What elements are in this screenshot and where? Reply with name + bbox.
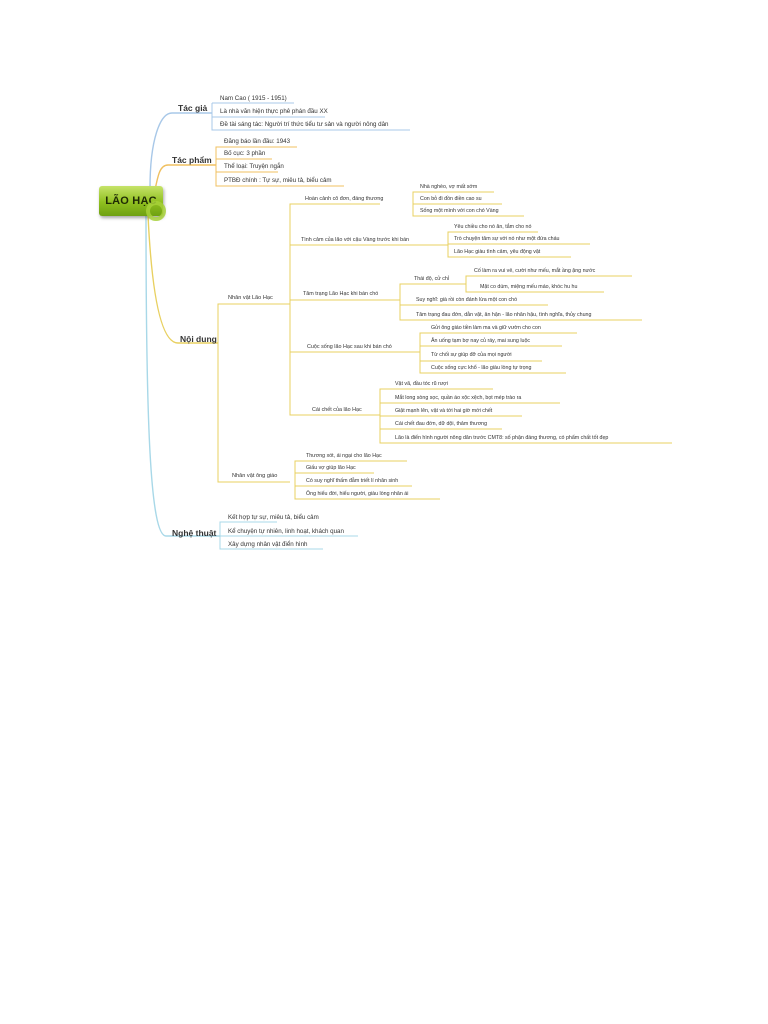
connector-lao-hac-children — [289, 203, 448, 416]
ong-giao-item[interactable]: Giấu vợ giúp lão Hạc — [306, 465, 356, 471]
root-decoration-icon — [146, 201, 166, 221]
connector-tac-gia-items — [211, 102, 410, 131]
hoan-canh-item[interactable]: Con bỏ đi đồn điền cao su — [420, 196, 482, 202]
connector-cuoc-song-items — [419, 332, 577, 374]
cuoc-song-item[interactable]: Từ chối sự giúp đỡ của mọi người — [431, 352, 512, 358]
node-cai-chet[interactable]: Cái chết của lão Hạc — [312, 407, 362, 413]
branch-tac-pham[interactable]: Tác phẩm — [172, 155, 212, 165]
cai-chet-item[interactable]: Lão là điển hình người nông dân trước CM… — [395, 435, 609, 441]
connector-hoan-canh-items — [412, 191, 524, 217]
cai-chet-item[interactable]: Vật vã, đầu tóc rũ rượi — [395, 381, 448, 387]
tinh-cam-item[interactable]: Trò chuyện tâm sự với nó như một đứa chá… — [454, 236, 560, 242]
node-tinh-cam[interactable]: Tình cảm của lão với cậu Vàng trước khi … — [301, 237, 410, 243]
cuoc-song-item[interactable]: Cuộc sống cực khổ - lão giàu lòng tự trọ… — [431, 365, 532, 371]
tinh-cam-item[interactable]: Lão Hạc giàu tình cảm, yêu động vật — [454, 249, 541, 255]
connector-tac-pham — [154, 164, 216, 191]
tac-pham-item[interactable]: Đăng báo lần đầu: 1943 — [224, 138, 291, 145]
tac-gia-item[interactable]: Đề tài sáng tác: Người trí thức tiểu tư … — [220, 121, 389, 128]
nghe-thuat-item[interactable]: Xây dựng nhân vật điển hình — [228, 541, 308, 548]
node-cuoc-song[interactable]: Cuộc sống lão Hạc sau khi bán chó — [307, 344, 392, 350]
tac-gia-item[interactable]: Là nhà văn hiện thực phê phán đầu XX — [220, 108, 328, 115]
node-ong-giao[interactable]: Nhân vật ông giáo — [232, 473, 278, 479]
hoan-canh-item[interactable]: Sống một mình với con chó Vàng — [420, 208, 499, 214]
nghe-thuat-item[interactable]: Kể chuyện tự nhiên, linh hoạt, khách qua… — [228, 528, 344, 535]
connector-noi-dung — [147, 214, 218, 344]
thai-do-item[interactable]: Mặt co dúm, miệng mếu máo, khóc hu hu — [480, 284, 578, 290]
connector-noi-dung-children — [217, 303, 290, 483]
ong-giao-item[interactable]: Ông hiểu đời, hiểu người, giàu lòng nhân… — [306, 491, 409, 497]
node-tam-trang[interactable]: Tâm trạng Lão Hạc khi bán chó — [303, 291, 379, 297]
tam-trang-item[interactable]: Suy nghĩ: già rồi còn đánh lừa một con c… — [416, 297, 518, 303]
branch-tac-gia[interactable]: Tác giả — [178, 103, 208, 113]
hoan-canh-item[interactable]: Nhà nghèo, vợ mất sớm — [420, 184, 478, 190]
cuoc-song-item[interactable]: Ăn uống tạm bợ nay củ ráy, mai sung luộc — [431, 338, 531, 344]
thai-do-item[interactable]: Cố làm ra vui vẻ, cười như mếu, mắt ầng … — [474, 268, 596, 274]
cai-chet-item[interactable]: Giật mạnh lên, vật và tới hai giờ mới ch… — [395, 408, 493, 414]
cai-chet-item[interactable]: Mắt long sòng sọc, quần áo xộc xệch, bọt… — [395, 395, 522, 401]
tinh-cam-item[interactable]: Yêu chiều cho nó ăn, tắm cho nó — [454, 224, 532, 230]
tac-pham-item[interactable]: PTBĐ chính : Tự sự, miêu tả, biểu cảm — [224, 177, 332, 184]
branch-noi-dung[interactable]: Nội dung — [180, 334, 217, 344]
nghe-thuat-item[interactable]: Kết hợp tự sự, miêu tả, biểu cảm — [228, 514, 319, 521]
connector-tam-trang-items — [399, 283, 642, 321]
connector-thai-do-items — [465, 275, 632, 293]
node-lao-hac[interactable]: Nhân vật Lão Hạc — [228, 295, 273, 301]
tam-trang-item[interactable]: Tâm trạng đau đớn, dằn vặt, ân hận - lão… — [416, 312, 592, 318]
tac-pham-item[interactable]: Thể loại: Truyện ngắn — [224, 163, 284, 170]
root-label: LÃO HẠC — [105, 195, 157, 207]
cuoc-song-item[interactable]: Gửi ông giáo tiền làm ma và giữ vườn cho… — [431, 325, 541, 331]
tac-gia-item[interactable]: Nam Cao ( 1915 - 1951) — [220, 95, 287, 102]
connector-nghe-thuat — [145, 214, 220, 537]
connector-tac-gia — [149, 112, 212, 189]
cai-chet-item[interactable]: Cái chết đau đớn, dữ dội, thảm thương — [395, 421, 488, 427]
connector-tac-pham-items — [215, 146, 344, 187]
connector-cai-chet-items — [379, 388, 672, 444]
ong-giao-item[interactable]: Có suy nghĩ thấm đẫm triết lí nhân sinh — [306, 478, 399, 484]
tac-pham-item[interactable]: Bố cục: 3 phần — [224, 150, 266, 157]
connector-tinh-cam-items — [447, 231, 590, 258]
branch-nghe-thuat[interactable]: Nghệ thuật — [172, 528, 217, 538]
node-thai-do[interactable]: Thái độ, cử chỉ — [414, 276, 450, 282]
connector-nghe-thuat-items — [219, 521, 358, 550]
ong-giao-item[interactable]: Thương xót, ái ngại cho lão Hạc — [306, 453, 382, 459]
connector-ong-giao-items — [294, 460, 440, 500]
node-hoan-canh[interactable]: Hoàn cảnh cô đơn, đáng thương — [305, 196, 384, 202]
